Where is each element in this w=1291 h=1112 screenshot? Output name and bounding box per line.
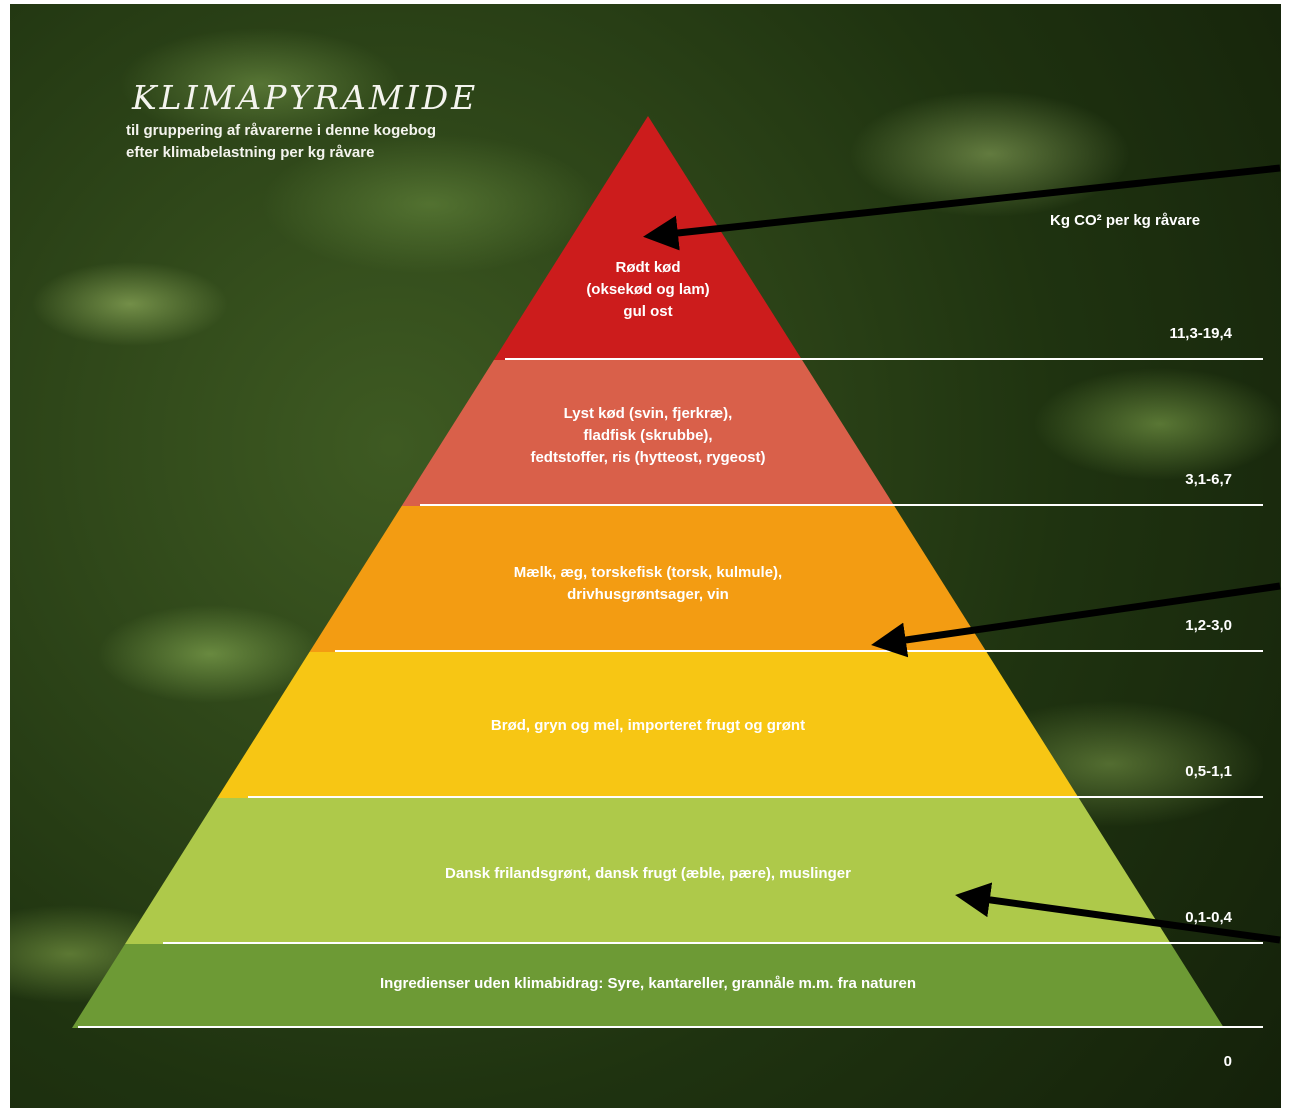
pyramid-level-5 xyxy=(125,798,1171,944)
level-label-line: Brød, gryn og mel, importeret frugt og g… xyxy=(490,717,806,734)
pyramid-level-1 xyxy=(493,116,803,360)
level-label-line: Lyst kød (svin, fjerkræ), xyxy=(563,405,733,422)
level-label: Brød, gryn og mel, importeret frugt og g… xyxy=(418,715,878,737)
pyramid-level-2 xyxy=(401,360,895,506)
level-range-value: 1,2-3,0 xyxy=(1185,617,1232,634)
pointer-arrow xyxy=(871,582,1281,658)
pointer-arrow xyxy=(643,164,1281,251)
pyramid-level-3 xyxy=(309,506,987,652)
level-range-value: 0,5-1,1 xyxy=(1185,763,1232,780)
level-label-line: drivhusgrøntsager, vin xyxy=(567,586,729,603)
level-label-line: gul ost xyxy=(623,303,673,320)
subtitle-line: til gruppering af råvarerne i denne koge… xyxy=(126,122,437,139)
level-label: Lyst kød (svin, fjerkræ), fladfisk (skrub… xyxy=(478,403,818,469)
level-label-line: Rødt kød xyxy=(615,259,681,276)
diagram-frame: KLIMAPYRAMIDE til gruppering af råvarern… xyxy=(10,4,1281,1108)
level-label-line: fedtstoffer, ris (hytteost, rygeost) xyxy=(530,449,766,466)
diagram-subtitle: til gruppering af råvarerne i denne koge… xyxy=(126,120,436,164)
level-label: Rødt kød (oksekød og lam) gul ost xyxy=(528,257,768,323)
pyramid-canvas xyxy=(72,116,1281,1028)
level-label: Ingredienser uden klimabidrag: Syre, kan… xyxy=(268,973,1028,995)
level-label: Mælk, æg, torskefisk (torsk, kulmule), dr… xyxy=(448,562,848,606)
level-label-line: fladfisk (skrubbe), xyxy=(583,427,713,444)
level-range-value: 3,1-6,7 xyxy=(1185,471,1232,488)
unit-header: Kg CO² per kg råvare xyxy=(1050,212,1201,229)
level-label-line: Mælk, æg, torskefisk (torsk, kulmule), xyxy=(513,564,783,581)
pyramid-level-6 xyxy=(72,944,1224,1028)
level-label: Dansk frilandsgrønt, dansk frugt (æble, … xyxy=(368,863,928,885)
level-range-value: 11,3-19,4 xyxy=(1169,325,1232,342)
pointer-arrow xyxy=(955,882,1281,944)
level-range-value: 0,1-0,4 xyxy=(1185,909,1232,926)
diagram-title: KLIMAPYRAMIDE xyxy=(132,78,479,117)
level-label-line: Ingredienser uden klimabidrag: Syre, kan… xyxy=(379,975,916,992)
level-label-line: (oksekød og lam) xyxy=(586,281,710,298)
pyramid-level-4 xyxy=(217,652,1079,798)
level-range-value: 0 xyxy=(1223,1053,1232,1070)
level-label-line: Dansk frilandsgrønt, dansk frugt (æble, … xyxy=(445,865,851,882)
subtitle-line: efter klimabelastning per kg råvare xyxy=(126,144,375,161)
